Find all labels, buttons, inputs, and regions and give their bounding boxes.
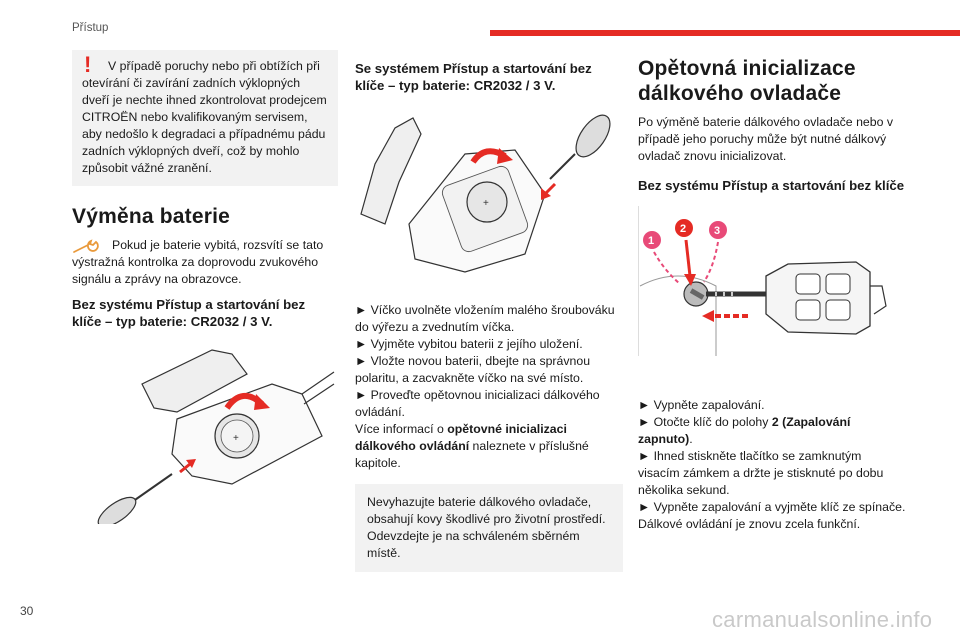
reinit-step: ► Otočte klíč do polohy 2 (Zapalování za…	[638, 415, 851, 446]
battery-replacement-heading: Výměna baterie	[72, 205, 231, 228]
steps-list: ► Víčko uvolněte vložením malého šroubov…	[355, 302, 623, 472]
reinit-intro: Po výměně baterie dálkového ovladače neb…	[638, 115, 893, 163]
column-left: ! V případě poruchy nebo při obtížích př…	[72, 50, 338, 529]
warning-text: V případě poruchy nebo při obtížích při …	[82, 59, 327, 175]
svg-text:+: +	[233, 433, 239, 444]
watermark: carmanualsonline.info	[712, 607, 933, 632]
column-middle: Se systémem Přístup a startování bez klí…	[355, 50, 623, 572]
step-item: ► Vyjměte vybitou baterii z jejího ulože…	[355, 337, 583, 351]
reinit-step: ► Vypněte zapalování.	[638, 398, 765, 412]
svg-text:+: +	[483, 198, 489, 209]
battery-warning-note: Pokud je baterie vybitá, rozsvítí se tat…	[72, 237, 338, 288]
reinit-heading: Opětovná inicializace dálkového ovladače	[638, 57, 856, 105]
header-accent-bar	[490, 30, 960, 36]
reinit-link-text: opětovné inicializaci dálkového ovládání	[355, 422, 567, 453]
callout-1: 1	[648, 235, 654, 247]
step-item: ► Víčko uvolněte vložením malého šroubov…	[355, 303, 615, 334]
environment-note-text: Nevyhazujte baterie dálkového ovladače, …	[367, 495, 606, 560]
step-item: ► Vložte novou baterii, dbejte na správn…	[355, 354, 591, 385]
reinit-step: ► Ihned stiskněte tlačítko se zamknutým …	[638, 449, 884, 497]
more-info: Více informací o opětovné inicializaci d…	[355, 422, 589, 470]
page-number: 30	[20, 604, 34, 618]
battery-warning-text: Pokud je baterie vybitá, rozsvítí se tat…	[72, 238, 324, 286]
reinit-step: ► Vypněte zapalování a vyjměte klíč ze s…	[638, 500, 906, 514]
exclamation-icon: !	[84, 52, 92, 77]
callout-2: 2	[680, 223, 686, 235]
battery-illustration-keyless: +	[355, 104, 623, 284]
key-type-subheading: Bez systému Přístup a startování bez klí…	[72, 297, 306, 329]
reinit-result: Dálkové ovládání je znovu zcela funkční.	[638, 517, 861, 531]
column-right: Opětovná inicializace dálkového ovladače…	[637, 50, 906, 533]
warning-box: ! V případě poruchy nebo při obtížích př…	[72, 50, 338, 186]
ignition-illustration: 1 2 3	[637, 206, 906, 381]
keyless-subheading: Se systémem Přístup a startování bez klí…	[355, 61, 592, 93]
environment-note-box: Nevyhazujte baterie dálkového ovladače, …	[355, 484, 623, 572]
battery-illustration-basic: +	[72, 344, 338, 529]
wrench-warning-icon	[73, 239, 99, 253]
running-header: Přístup	[72, 22, 109, 34]
reinit-steps: ► Vypněte zapalování. ► Otočte klíč do p…	[638, 397, 906, 533]
step-item: ► Proveďte opětovnou inicializaci dálkov…	[355, 388, 600, 419]
callout-3: 3	[714, 225, 720, 237]
reinit-subheading: Bez systému Přístup a startování bez klí…	[638, 178, 905, 193]
